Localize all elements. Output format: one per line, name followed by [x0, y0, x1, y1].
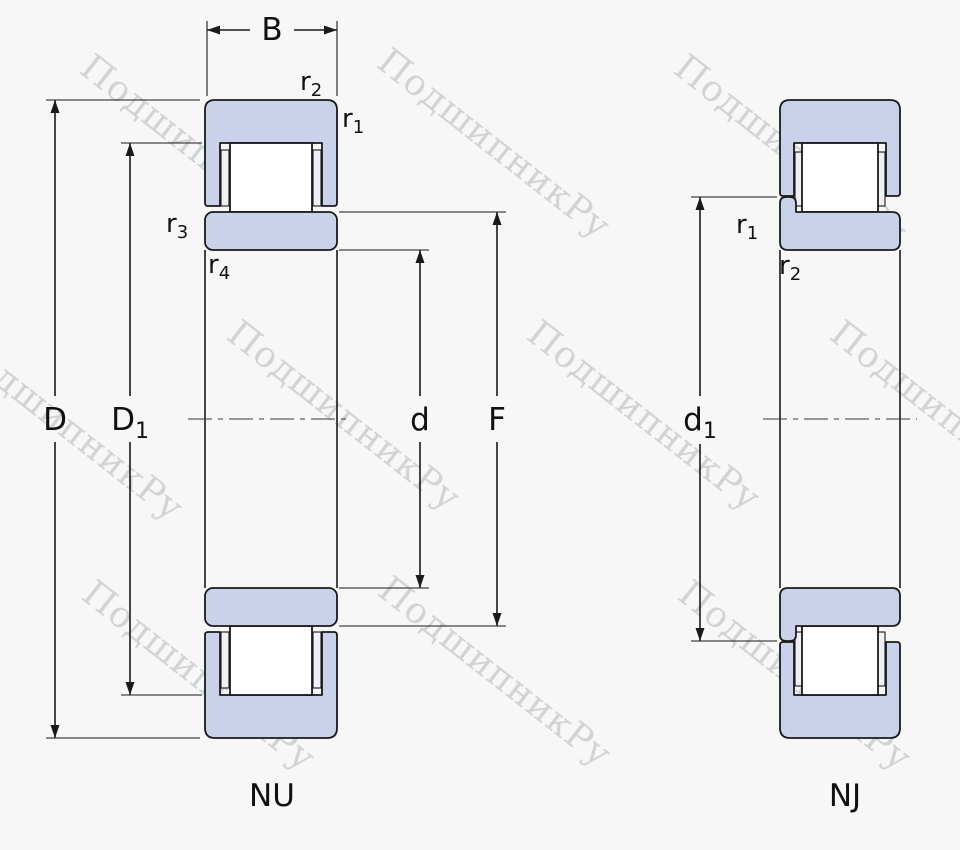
nj-cage-top-left	[794, 151, 803, 207]
dimension-B: B	[206, 12, 338, 96]
arrowhead-down	[492, 613, 502, 626]
dim-label-d1: d1	[683, 402, 717, 444]
nj-roller-top	[801, 142, 879, 213]
watermark-text: ПодшипникРу	[369, 41, 618, 248]
nu-roller-bottom	[229, 625, 313, 696]
dimension-D: D	[43, 99, 200, 739]
arrowhead-up	[415, 250, 425, 263]
dim-label-D: D	[43, 402, 67, 438]
arrowhead-down	[695, 628, 705, 641]
arrowhead-down	[125, 682, 135, 695]
nu-bearing-diagram: B D D1 d	[43, 12, 506, 814]
nj-roller-bottom	[801, 625, 879, 696]
arrowhead-up	[492, 212, 502, 225]
watermark-text: ПодшипникРу	[519, 313, 768, 520]
nu-cage-bottom-left	[220, 631, 230, 689]
watermark-text: ПодшипникРу	[219, 313, 468, 520]
label-r1-nu: r1	[342, 104, 364, 138]
nj-bearing-diagram: d1 r1 r2 NJ	[683, 99, 917, 814]
nj-inner-ring-top	[779, 196, 901, 251]
nu-outer-ring-top	[204, 99, 338, 207]
label-r2-nj: r2	[779, 251, 801, 285]
arrowhead-right	[324, 25, 337, 35]
bearing-type-label-nj: NJ	[829, 778, 861, 814]
label-r2-nu: r2	[300, 67, 322, 101]
nj-inner-ring-bottom	[779, 587, 901, 642]
label-r4-nu: r4	[208, 250, 230, 284]
nj-outer-ring-bottom	[779, 641, 901, 739]
nu-cage-top-left	[220, 149, 230, 207]
dim-label-D1: D1	[111, 402, 149, 444]
nu-outer-ring-bottom	[204, 631, 338, 739]
nj-cage-bottom-left	[794, 631, 803, 687]
label-r1-nj: r1	[736, 210, 758, 244]
nj-cage-top-right	[877, 151, 886, 207]
nu-inner-ring-top	[204, 211, 338, 251]
nu-cage-bottom-right	[312, 631, 322, 689]
watermark-text: ПодшипникРу	[822, 313, 960, 520]
dimension-d: d	[339, 249, 430, 589]
nu-roller-top	[229, 142, 313, 213]
nj-outer-ring-top	[779, 99, 901, 197]
watermark-text: ПодшипникРу	[0, 323, 191, 530]
arrowhead-up	[50, 100, 60, 113]
dimension-d1: d1	[683, 196, 777, 642]
nu-inner-ring-bottom	[204, 587, 338, 627]
nj-cage-bottom-right	[877, 631, 886, 687]
dim-label-B: B	[261, 12, 282, 48]
bearing-type-label-nu: NU	[249, 778, 295, 814]
arrowhead-up	[695, 197, 705, 210]
arrowhead-up	[125, 143, 135, 156]
dim-label-F: F	[488, 402, 506, 438]
watermark-text: ПодшипникРу	[370, 569, 619, 776]
dim-label-d: d	[410, 402, 430, 438]
arrowhead-down	[415, 575, 425, 588]
arrowhead-left	[207, 25, 220, 35]
arrowhead-down	[50, 725, 60, 738]
label-r3-nu: r3	[166, 209, 188, 243]
dimension-F: F	[339, 211, 506, 627]
nu-cage-top-right	[312, 149, 322, 207]
dimension-D1: D1	[111, 142, 202, 696]
